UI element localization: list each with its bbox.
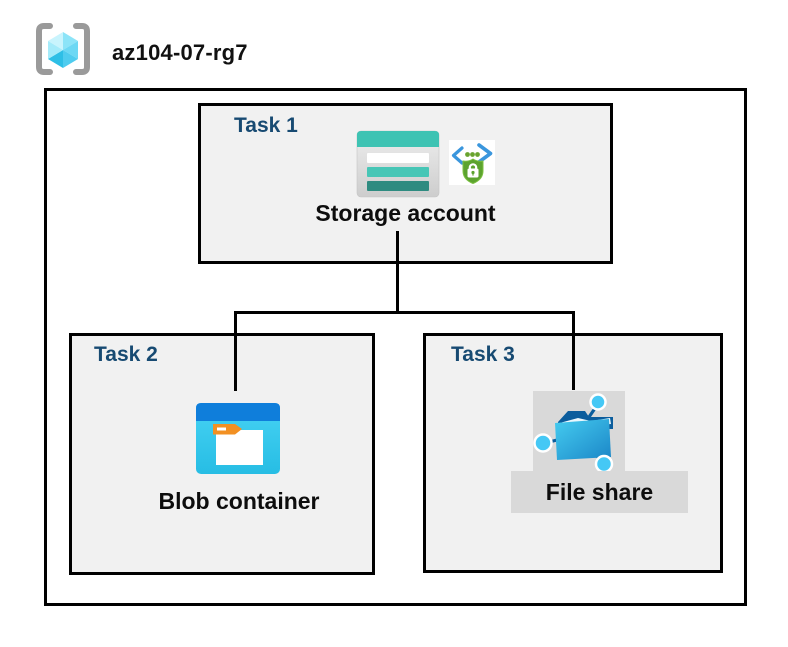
- task-2-box: Task 2 Blob container: [69, 333, 375, 575]
- file-share-label-highlight: File share: [511, 471, 688, 513]
- connector-storage-stem: [396, 231, 399, 313]
- sas-security-icon: [449, 140, 495, 185]
- file-share-icon-highlight: [533, 391, 625, 474]
- blob-container-label: Blob container: [158, 488, 320, 514]
- task-1-label: Task 1: [234, 114, 298, 137]
- resource-group-icon: [36, 23, 90, 75]
- blob-container-icon: [196, 403, 280, 474]
- file-share-label: File share: [545, 478, 654, 505]
- connector-to-blob-container: [234, 311, 237, 391]
- storage-account-label: Storage account: [315, 200, 496, 226]
- task-3-box: Task 3: [423, 333, 723, 573]
- task-3-label: Task 3: [451, 343, 515, 366]
- task-1-box: Task 1 S: [198, 103, 613, 264]
- connector-to-file-share: [572, 311, 575, 390]
- file-share-icon: [533, 393, 614, 474]
- cube-glyph: [48, 32, 78, 68]
- connector-horizontal: [234, 311, 575, 314]
- storage-account-icon: [356, 130, 440, 198]
- task-2-label: Task 2: [94, 343, 158, 366]
- resource-group-name: az104-07-rg7: [112, 40, 248, 65]
